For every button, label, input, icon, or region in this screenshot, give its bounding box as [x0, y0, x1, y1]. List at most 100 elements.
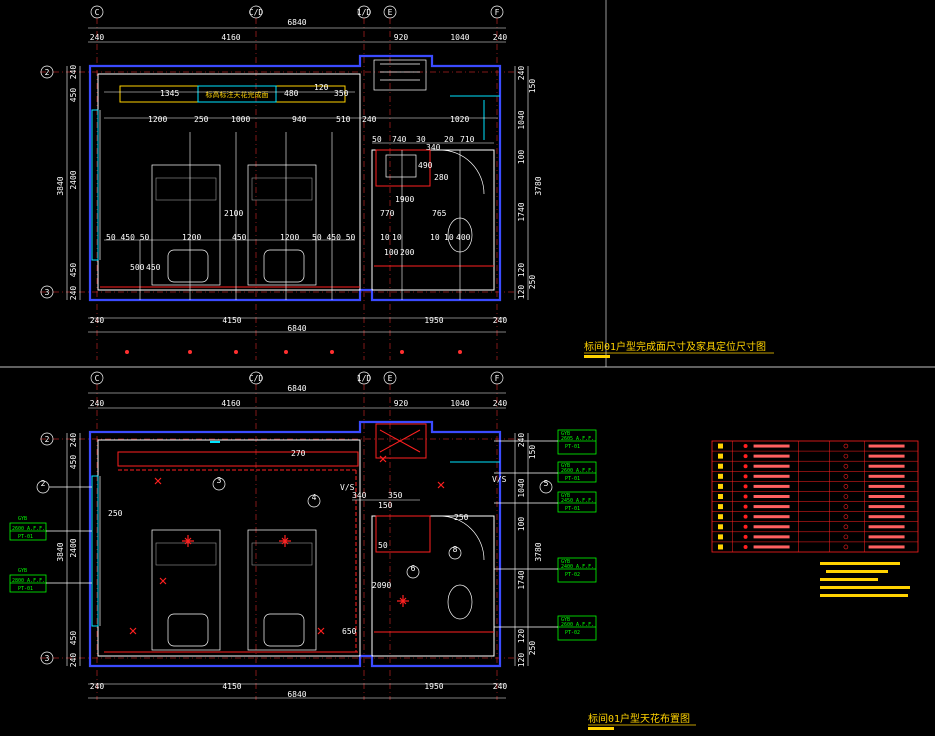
legend-table	[711, 440, 919, 553]
tagR5-elev: 2600 A.F.F.	[561, 622, 594, 628]
rcp-dimensions: C C/D 1/D E F 6840 240 4160 920 1040 240…	[40, 371, 543, 700]
legend-desc	[753, 484, 790, 488]
legend-desc	[753, 454, 790, 458]
tagR1-sub: PT-01	[565, 444, 580, 450]
dim2-bottom-2: 4150	[222, 682, 241, 691]
dim2-top-4: 1040	[450, 399, 469, 408]
dim-left-total: 3840	[56, 176, 65, 195]
idim-36: 10	[444, 233, 454, 242]
legend-desc	[753, 444, 790, 448]
legend-symbol2-icon	[843, 524, 849, 530]
legend-bullet	[718, 443, 723, 449]
dim2-right-2: 150	[528, 445, 537, 460]
legend-symbol-icon	[743, 524, 748, 529]
plan-walls: 标高标注天花完成面	[88, 54, 502, 302]
idim-22: 765	[432, 209, 447, 218]
dim-right-6: 120	[517, 263, 526, 278]
legend-symbol-icon	[743, 544, 748, 549]
section-label-4: 4	[312, 493, 317, 502]
section-label-5: 5	[544, 479, 549, 488]
legend-desc2	[868, 545, 905, 549]
idim-34: 200	[400, 248, 415, 257]
section-mark-8: 8	[448, 545, 462, 560]
dim-bottom-total: 6840	[287, 324, 306, 333]
legend-symbol2-icon	[843, 504, 849, 509]
legend-symbol-icon	[743, 504, 748, 509]
grid-label-3: 3	[45, 288, 50, 297]
idim-7: 1000	[231, 115, 250, 124]
grid-bubble-3-2: 3	[40, 651, 54, 665]
grid-bubble-CD-2: C/D	[249, 371, 263, 385]
legend-bullet	[718, 453, 723, 459]
rcp-interior-dims: 250 270 340 350 V/S V/S 150 2090 650 50 …	[108, 449, 507, 636]
idim-15: 20	[444, 135, 454, 144]
idim2-9: 650	[342, 627, 357, 636]
tagR3-code: GYB	[561, 493, 570, 499]
dim-top-1: 240	[90, 33, 105, 42]
legend-symbol2-icon	[843, 484, 849, 489]
tagR5-code: GYB	[561, 617, 570, 623]
rcp-lights	[129, 441, 445, 635]
dim2-bottom-total: 6840	[287, 690, 306, 699]
tagR5-sub: PT-02	[565, 630, 580, 636]
legend-symbol2-icon	[843, 534, 849, 540]
notes-block	[820, 562, 910, 597]
legend-bullet	[718, 534, 723, 540]
grid-label-F: F	[495, 8, 500, 17]
section-mark-2: 2	[36, 479, 92, 494]
idim2-1: 250	[108, 509, 123, 518]
ceiling-tag-right-1: GYB 2605 A.F.F. PT-01	[557, 429, 597, 455]
dim-left-2: 2400	[69, 170, 78, 189]
ceiling-tag-right-2: GYB 2600 A.F.F. PT-01	[557, 461, 597, 483]
grid-bubble-C-2: C	[90, 371, 104, 385]
idim2-3: 340	[352, 491, 367, 500]
legend-desc	[753, 525, 790, 529]
dim-bottom-1: 240	[90, 316, 105, 325]
legend-bullet	[718, 544, 723, 550]
ceiling-tag-right-5: GYB 2600 A.F.F. PT-02	[557, 615, 597, 641]
dim-right-3: 1040	[517, 110, 526, 129]
legend-symbol2-icon	[843, 474, 849, 479]
tagR4-elev: 2400 A.F.F.	[561, 564, 594, 570]
grid-bubble-F: F	[490, 5, 504, 19]
idim-8: 940	[292, 115, 307, 124]
drawing-title-top: 标间01户型完成面尺寸及家具定位尺寸图	[584, 340, 766, 353]
ceiling-tag-left-1: GYB 2600 A.F.F. PT-01	[9, 516, 92, 541]
tagR2-elev: 2600 A.F.F.	[561, 468, 594, 474]
grid-bubble-C: C	[90, 5, 104, 19]
idim-1: 1345	[160, 89, 179, 98]
legend-desc	[753, 535, 790, 539]
drawing-title-bottom: 标间01户型天花布置图	[588, 712, 690, 725]
dim2-bottom-1: 240	[90, 682, 105, 691]
tagR4-code: GYB	[561, 559, 570, 565]
dim2-right-5: 1740	[517, 570, 526, 589]
legend-bullet	[718, 524, 723, 530]
idim-10: 240	[362, 115, 377, 124]
grid-bubble-1D-2: 1/D	[357, 371, 372, 385]
legend-bullet	[718, 473, 723, 479]
legend-desc2	[868, 535, 905, 539]
idim-23: 2100	[224, 209, 243, 218]
grid2-label-1D: 1/D	[357, 374, 372, 383]
tagR1-elev: 2605 A.F.F.	[561, 436, 594, 442]
grid-label-1D: 1/D	[357, 8, 372, 17]
dim-top-2: 4160	[221, 33, 240, 42]
dim-bottom-2: 4150	[222, 316, 241, 325]
dim-left-5: 240	[69, 286, 78, 301]
legend-symbol2-icon	[843, 494, 849, 499]
grid-label-2: 2	[45, 68, 50, 77]
plan-markers	[125, 350, 462, 354]
idim2-11: 250	[454, 513, 469, 522]
dim2-right-3: 1040	[517, 478, 526, 497]
legend-symbol-icon	[743, 484, 748, 489]
idim-33: 100	[384, 248, 399, 257]
idim-24: 50 450 50	[106, 233, 150, 242]
legend-symbol-icon	[743, 534, 748, 539]
legend-symbol2-icon	[843, 443, 849, 449]
idim-37: 400	[456, 233, 471, 242]
section-markers: 2 3 4 5 6 8	[36, 476, 553, 579]
section-label-6: 6	[411, 564, 416, 573]
dim-right-4: 100	[517, 150, 526, 165]
legend-symbol-icon	[743, 444, 748, 449]
legend-desc	[753, 495, 790, 498]
